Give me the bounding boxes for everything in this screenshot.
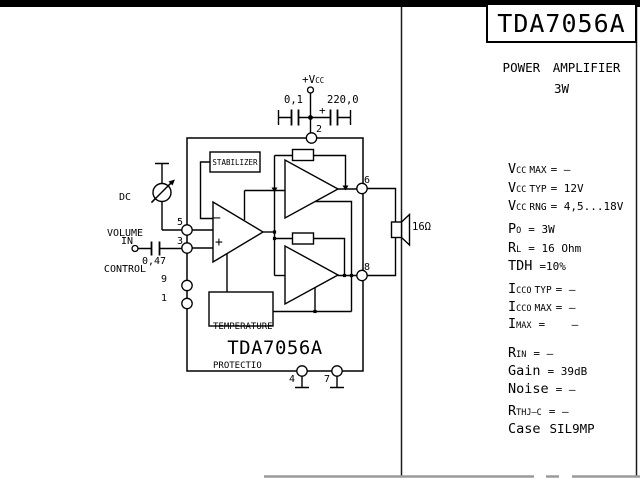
pin7-circle — [331, 365, 343, 377]
resistor-lower-icon — [291, 232, 315, 245]
opamp-upper-icon — [284, 158, 340, 220]
speaker-icon — [390, 212, 411, 247]
pot-wiper-shaft — [151, 181, 173, 203]
ground-icon-pin7 — [330, 376, 344, 389]
spec-line-rin: RIN= – — [508, 345, 554, 361]
pin9-circle — [181, 279, 193, 292]
cap-end-bars — [277, 110, 352, 125]
pin5-circle — [181, 224, 193, 236]
pin6-speaker-wire — [367, 187, 397, 222]
title-box: TDA7056A — [486, 3, 637, 43]
part-number: TDA7056A — [497, 8, 626, 38]
vcc-label: +VCC — [302, 73, 325, 86]
pin3-label: 3 — [177, 236, 184, 247]
opamp-plus-label: + — [215, 235, 223, 250]
pin5-pin3-wires — [192, 229, 213, 249]
panel-borders — [400, 7, 638, 477]
speaker-cone — [400, 212, 411, 247]
temp-protection-wire — [273, 287, 352, 313]
junction-dots — [271, 115, 354, 314]
volume-control-label: DC VOLUME CONTROL — [103, 192, 147, 275]
ic-part-label: TDA7056A — [227, 337, 323, 359]
spec-line-imax: IMAX= – — [508, 316, 579, 332]
stabilizer-wire — [199, 161, 213, 220]
resistor-upper-icon — [291, 148, 315, 162]
cap-decoupling-label: 0,1 — [284, 94, 303, 106]
pin8-speaker-wire — [367, 238, 397, 277]
subtitle: POWER AMPLIFIER — [502, 60, 621, 75]
electrolytic-plus-label: + — [319, 104, 326, 117]
input-terminal — [131, 244, 139, 253]
pin1-label: 1 — [161, 293, 168, 304]
temperature-protection-box — [208, 291, 274, 327]
pin9-label: 9 — [161, 274, 168, 285]
pot-wires — [155, 162, 182, 231]
pin2-circle — [305, 132, 318, 144]
spec-line-rl: RL= 16 Ohm — [508, 240, 582, 256]
pin-circles — [181, 132, 368, 377]
spec-line-po: PO= 3W — [508, 221, 555, 237]
opamp-lower-icon — [284, 244, 340, 306]
capacitor-plates — [150, 109, 339, 256]
cap-electrolytic-label: 220,0 — [327, 94, 359, 106]
ground-icon-pin4 — [295, 376, 309, 389]
vcc-terminal — [306, 86, 315, 94]
decoupling-cap-icon — [290, 109, 300, 126]
cap-input-label: 0,47 — [142, 256, 167, 267]
opamp-minus-label: − — [213, 211, 221, 226]
spec-line-rthj: RTHJ–C= – — [508, 403, 569, 419]
spec-line-gain: Gain= 39dB — [508, 363, 588, 379]
input-cap-icon — [150, 241, 161, 256]
pin8-circle — [356, 269, 368, 282]
input-label: IN — [121, 236, 134, 247]
pin4-label: 4 — [289, 374, 296, 385]
pot-wiper-arrowhead — [168, 179, 175, 186]
pin3-circle — [181, 242, 193, 254]
pin6-circle — [356, 182, 368, 195]
pin1-circle — [181, 297, 193, 310]
power-rating: 3W — [553, 81, 570, 96]
pin8-label: 8 — [364, 262, 371, 273]
spec-line-tdh: TDH=10% — [508, 258, 566, 274]
opamps — [212, 158, 340, 306]
pin4-circle — [296, 365, 308, 377]
pin5-label: 5 — [177, 217, 184, 228]
upper-input-wire — [243, 189, 285, 220]
terminals — [131, 86, 315, 253]
stabilizer-label: STABILIZER — [212, 157, 258, 167]
temperature-protection-label: TEMPERATURE PROTECTIO — [213, 322, 273, 371]
speaker-impedance-label: 16Ω — [412, 221, 431, 233]
pin6-label: 6 — [364, 175, 371, 186]
top-border-bar — [0, 0, 640, 7]
opamp-input-icon — [212, 200, 265, 264]
speaker-body — [390, 221, 403, 239]
spec-line-noise: Noise= – — [508, 381, 576, 397]
pin2-label: 2 — [316, 124, 323, 135]
pin7-label: 7 — [324, 374, 331, 385]
electrolytic-cap-icon — [329, 109, 339, 126]
